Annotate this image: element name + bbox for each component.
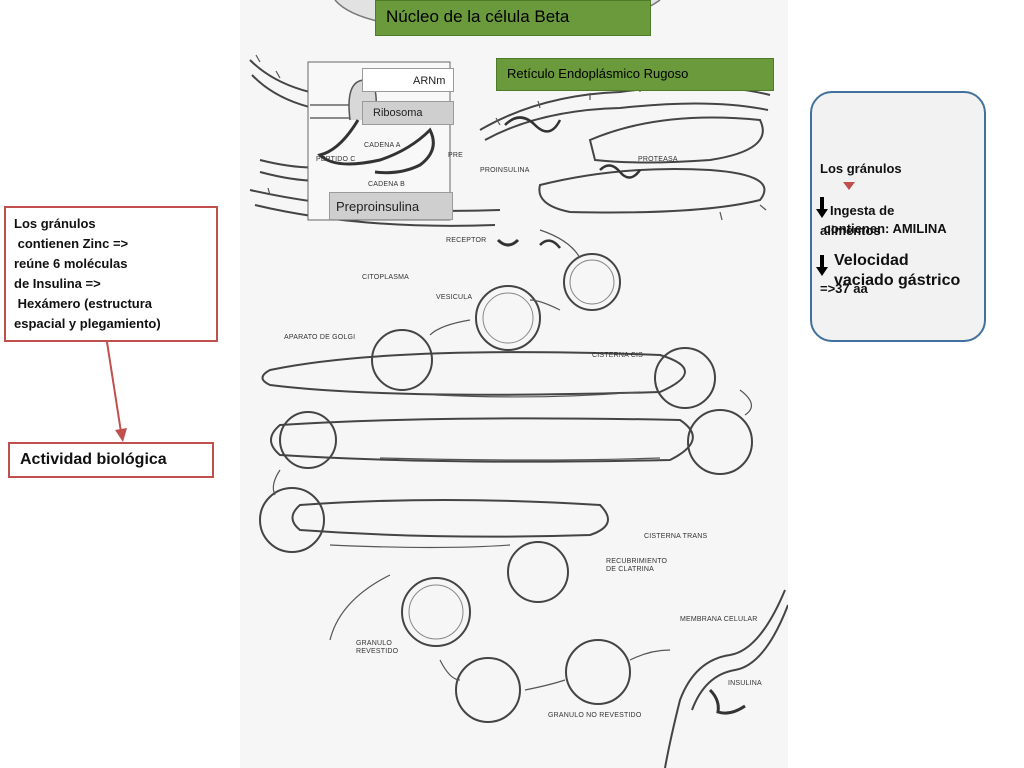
ingesta-line: Ingesta de <box>830 203 895 218</box>
zinc-line: reúne 6 moléculas <box>14 256 128 271</box>
clathrin-vesicle <box>507 541 569 603</box>
label-cisterna-cis: CISTERNA CIS <box>592 352 644 359</box>
down-arrow-icon <box>843 182 855 190</box>
label-cadena-b: CADENA B <box>368 181 405 188</box>
decrease-arrow-icon <box>816 255 828 276</box>
golgi-vesicle-3 <box>687 409 753 475</box>
ribosoma-label: Ribosoma <box>362 101 454 125</box>
ingesta-line: alimentos <box>820 223 881 238</box>
preproinsulina-label: Preproinsulina <box>329 192 453 220</box>
actividad-biologica-box: Actividad biológica <box>8 442 214 478</box>
figure-drawing <box>249 0 788 768</box>
golgi-vesicle-1 <box>371 329 433 391</box>
label-recubrimiento-2: DE CLATRINA <box>606 566 654 573</box>
label-proinsulina: PROINSULINA <box>480 167 530 174</box>
receptor <box>496 238 520 247</box>
label-insulina: INSULINA <box>728 680 762 687</box>
velocidad-line: Velocidad <box>834 252 909 269</box>
label-recubrimiento-1: RECUBRIMIENTO <box>606 558 668 565</box>
budding-vesicle <box>563 253 621 311</box>
chains <box>504 116 642 249</box>
amilina-line: =>37 aa <box>820 281 868 296</box>
decrease-arrow-icon <box>816 197 828 218</box>
nucleus-title: Núcleo de la célula Beta <box>375 0 651 36</box>
label-vesicula: VESICULA <box>436 294 473 301</box>
amilina-note: Los gránulos contienen: AMILINA =>37 aa … <box>810 91 986 342</box>
label-granulo-revestido-2: REVESTIDO <box>356 648 399 655</box>
velocidad-line: vaciado gástrico <box>834 272 961 289</box>
rer-title: Retículo Endoplásmico Rugoso <box>496 58 774 91</box>
label-receptor: RECEPTOR <box>446 237 487 244</box>
flow-arrows <box>272 229 752 691</box>
zinc-line: Hexámero (estructura <box>14 296 152 311</box>
zinc-granules-box: Los gránulos contienen Zinc => reúne 6 m… <box>4 206 218 342</box>
label-cisterna-trans: CISTERNA TRANS <box>644 533 708 540</box>
maturing-granule <box>455 657 521 723</box>
label-aparato-golgi: APARATO DE GOLGI <box>284 334 356 341</box>
label-cadena-a: CADENA A <box>364 142 401 149</box>
label-granulo-revestido-1: GRANULO <box>356 640 393 647</box>
transport-vesicle <box>475 285 541 351</box>
label-granulo-no-revestido: GRANULO NO REVESTIDO <box>548 712 642 719</box>
label-pre: PRE <box>448 152 463 159</box>
amilina-line: Los gránulos <box>820 161 902 176</box>
zinc-line: Los gránulos <box>14 216 96 231</box>
golgi-vesicle-4 <box>279 411 337 469</box>
zinc-line: espacial y plegamiento) <box>14 316 161 331</box>
amilina-line: contienen: AMILINA <box>820 221 947 236</box>
cell-membrane <box>664 589 786 768</box>
golgi-vesicle-2 <box>654 347 716 409</box>
zinc-line: contienen Zinc => <box>14 236 129 251</box>
coated-granule <box>401 577 471 647</box>
label-membrana-celular: MEMBRANA CELULAR <box>680 616 758 623</box>
golgi-vesicle-5 <box>259 487 325 553</box>
zinc-line: de Insulina => <box>14 276 101 291</box>
preproinsulin-chain <box>317 119 435 175</box>
golgi-cisternae <box>261 351 694 538</box>
label-citoplasma: CITOPLASMA <box>362 274 409 281</box>
label-proteasa: PROTEASA <box>638 156 678 163</box>
released-insulin <box>708 688 746 715</box>
insulin-synthesis-figure: CADENA A PEPTIDO C PRE CADENA B PROINSUL… <box>240 0 788 768</box>
arrow-to-actividad <box>106 341 127 442</box>
label-peptido-c: PEPTIDO C <box>316 156 356 163</box>
arnm-label: ARNm <box>362 68 454 92</box>
uncoated-granule <box>565 639 631 705</box>
